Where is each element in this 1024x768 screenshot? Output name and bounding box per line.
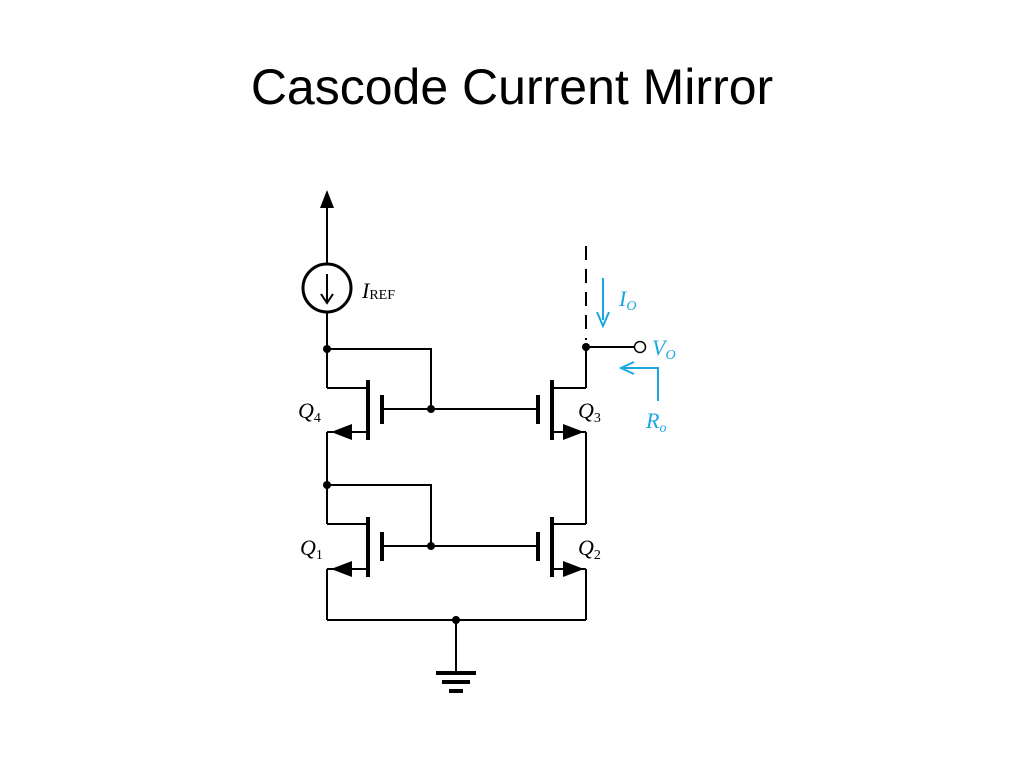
q1-label-sub: 1 [316,548,323,563]
io-label: IO [618,286,636,314]
transistor-q3 [536,347,587,524]
ro-label-main: R [645,408,660,433]
q4-label: Q4 [298,398,321,426]
q4-diode-connection [323,345,538,413]
supply-rail [320,190,334,264]
q1-diode-connection [323,481,538,550]
q1-label-main: Q [300,535,316,560]
ro-label: Ro [645,408,666,436]
transistor-q4 [326,349,384,485]
io-arrow [596,278,610,329]
q3-label-sub: 3 [594,411,601,426]
transistor-q1 [326,485,384,620]
q2-label: Q2 [578,535,601,563]
ground-symbol [327,616,586,693]
iref-current-source [301,262,353,349]
vo-label: VO [652,335,676,363]
q4-label-sub: 4 [314,411,321,426]
vo-label-main: V [652,335,668,360]
io-label-sub: O [626,299,636,314]
iref-label: IREF [361,278,395,303]
ro-arrow [618,361,659,401]
q2-label-main: Q [578,535,594,560]
iref-label-main: I [361,278,371,303]
output-terminal [582,246,647,354]
ro-label-sub: o [659,421,666,436]
q1-label: Q1 [300,535,323,563]
q4-label-main: Q [298,398,314,423]
q3-label: Q3 [578,398,601,426]
q3-label-main: Q [578,398,594,423]
transistor-q2 [536,517,587,620]
vo-label-sub: O [665,348,675,363]
q2-label-sub: 2 [594,548,601,563]
slide-title: Cascode Current Mirror [250,59,774,115]
iref-label-sub: REF [369,288,395,303]
io-label-main: I [618,286,628,311]
